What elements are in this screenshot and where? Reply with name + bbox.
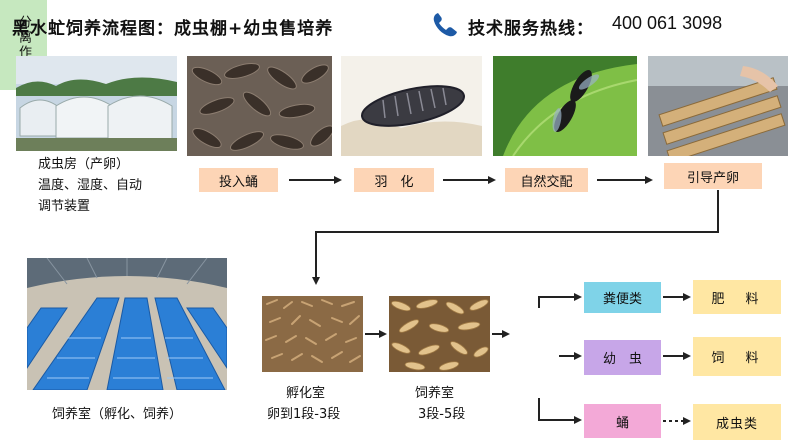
feeding-room-range: 3段-5段 xyxy=(418,407,466,422)
phone-icon xyxy=(430,10,460,40)
hatching-room-range: 卵到1段-3段 xyxy=(267,407,341,422)
stage-mating: 自然交配 xyxy=(505,168,588,192)
hotline-label: 技术服务热线： xyxy=(468,19,594,39)
page-title: 黑水虻饲养流程图：成虫棚+幼虫售培养 xyxy=(12,19,334,39)
mating-flies-photo xyxy=(493,56,637,156)
branch-pupae: 蛹 xyxy=(584,404,661,438)
hatching-larvae-photo xyxy=(262,296,363,372)
emergence-photo xyxy=(341,56,482,156)
branch-larvae: 幼 虫 xyxy=(584,340,661,375)
branch-label: 幼 虫 xyxy=(602,352,642,367)
adult-house-photo xyxy=(16,56,177,151)
branch-label: 粪便类 xyxy=(602,292,642,307)
adult-house-caption-line: 温度、湿度、自动 xyxy=(38,178,143,193)
feeding-larvae-photo xyxy=(389,296,490,372)
stage-label: 投入蛹 xyxy=(218,174,258,190)
stage-emergence: 羽 化 xyxy=(354,168,434,192)
output-label: 肥 料 xyxy=(711,291,763,307)
egg-laying-photo xyxy=(648,56,788,156)
adult-house-caption-line: 成虫房（产卵） xyxy=(38,157,130,172)
output-label: 成虫类 xyxy=(715,416,758,432)
stage-egg-laying: 引导产卵 xyxy=(664,163,762,189)
arrow-to-pupae xyxy=(538,398,582,424)
adult-house-caption-line: 调节装置 xyxy=(38,199,91,214)
output-label: 饲 料 xyxy=(711,351,763,366)
stage-label: 羽 化 xyxy=(374,174,414,190)
arrow-lay-to-hatch xyxy=(312,190,719,285)
output-feed: 饲 料 xyxy=(693,337,781,376)
rearing-room-caption: 饲养室（孵化、饲养） xyxy=(52,407,183,422)
stage-label: 自然交配 xyxy=(520,174,573,190)
branch-feces: 粪便类 xyxy=(584,282,661,313)
stage-label: 引导产卵 xyxy=(686,170,739,186)
stage-put-pupae: 投入蛹 xyxy=(199,168,278,192)
hotline-number: 400 061 3098 xyxy=(612,13,723,33)
rearing-room-photo xyxy=(27,258,227,390)
output-fertilizer: 肥 料 xyxy=(693,280,781,314)
output-adults: 成虫类 xyxy=(693,404,781,440)
hatching-room-title: 孵化室 xyxy=(286,386,326,401)
pupae-photo xyxy=(187,56,332,156)
branch-label: 蛹 xyxy=(615,415,629,431)
feeding-room-title: 饲养室 xyxy=(415,386,455,401)
